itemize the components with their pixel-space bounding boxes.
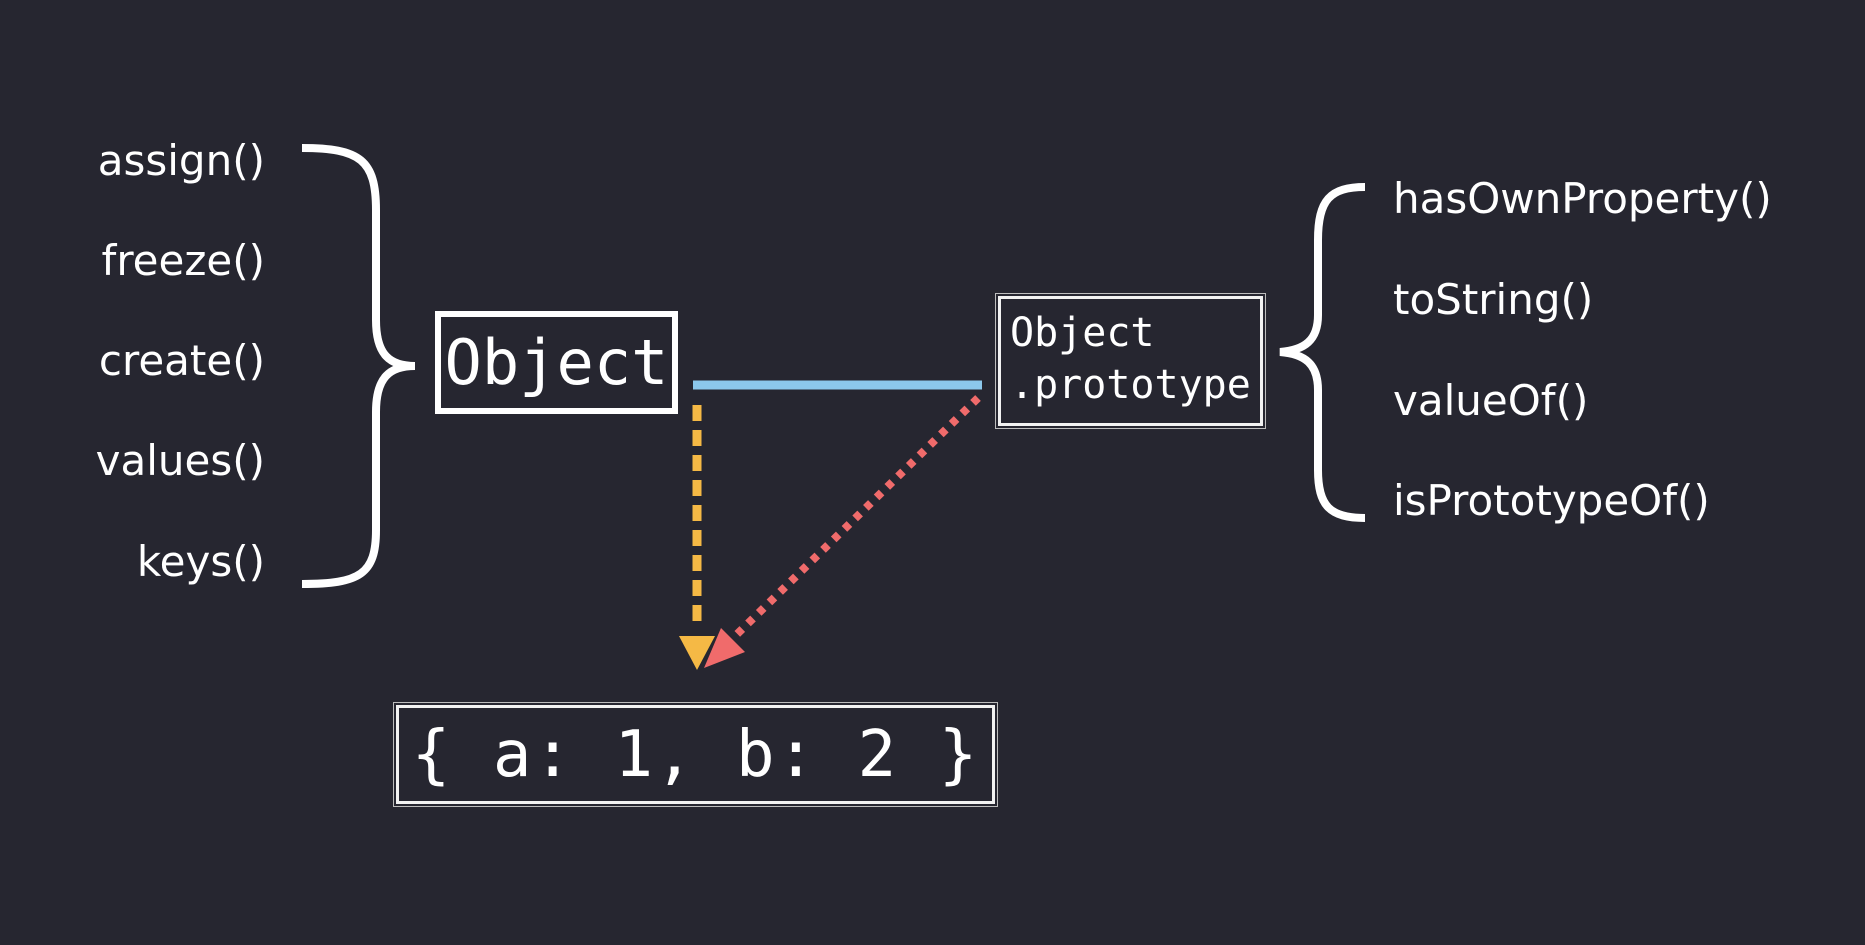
static-method-assign: assign() [97, 136, 265, 185]
proto-method-isprototypeof: isPrototypeOf() [1393, 476, 1710, 525]
prototype-arrowhead [704, 628, 745, 668]
prototype-box-line1: Object [1010, 310, 1155, 356]
object-literal-box: { a: 1, b: 2 } [393, 702, 998, 807]
prototype-box: Object .prototype [995, 293, 1266, 429]
static-method-freeze: freeze() [101, 236, 265, 285]
static-method-create: create() [98, 336, 265, 385]
right-brace [1279, 183, 1366, 522]
proto-method-tostring: toString() [1393, 275, 1594, 324]
object-box-label: Object [444, 326, 669, 399]
constructor-arrowhead [679, 636, 715, 670]
proto-method-hasownproperty: hasOwnProperty() [1393, 174, 1772, 223]
object-box: Object [435, 311, 678, 414]
prototype-arrow-line [727, 395, 981, 644]
proto-method-valueof: valueOf() [1393, 376, 1589, 425]
static-method-keys: keys() [136, 537, 265, 586]
prototype-box-line2: .prototype [1010, 362, 1251, 408]
left-brace [301, 144, 416, 588]
object-literal-label: { a: 1, b: 2 } [411, 717, 980, 792]
static-method-values: values() [95, 436, 265, 485]
